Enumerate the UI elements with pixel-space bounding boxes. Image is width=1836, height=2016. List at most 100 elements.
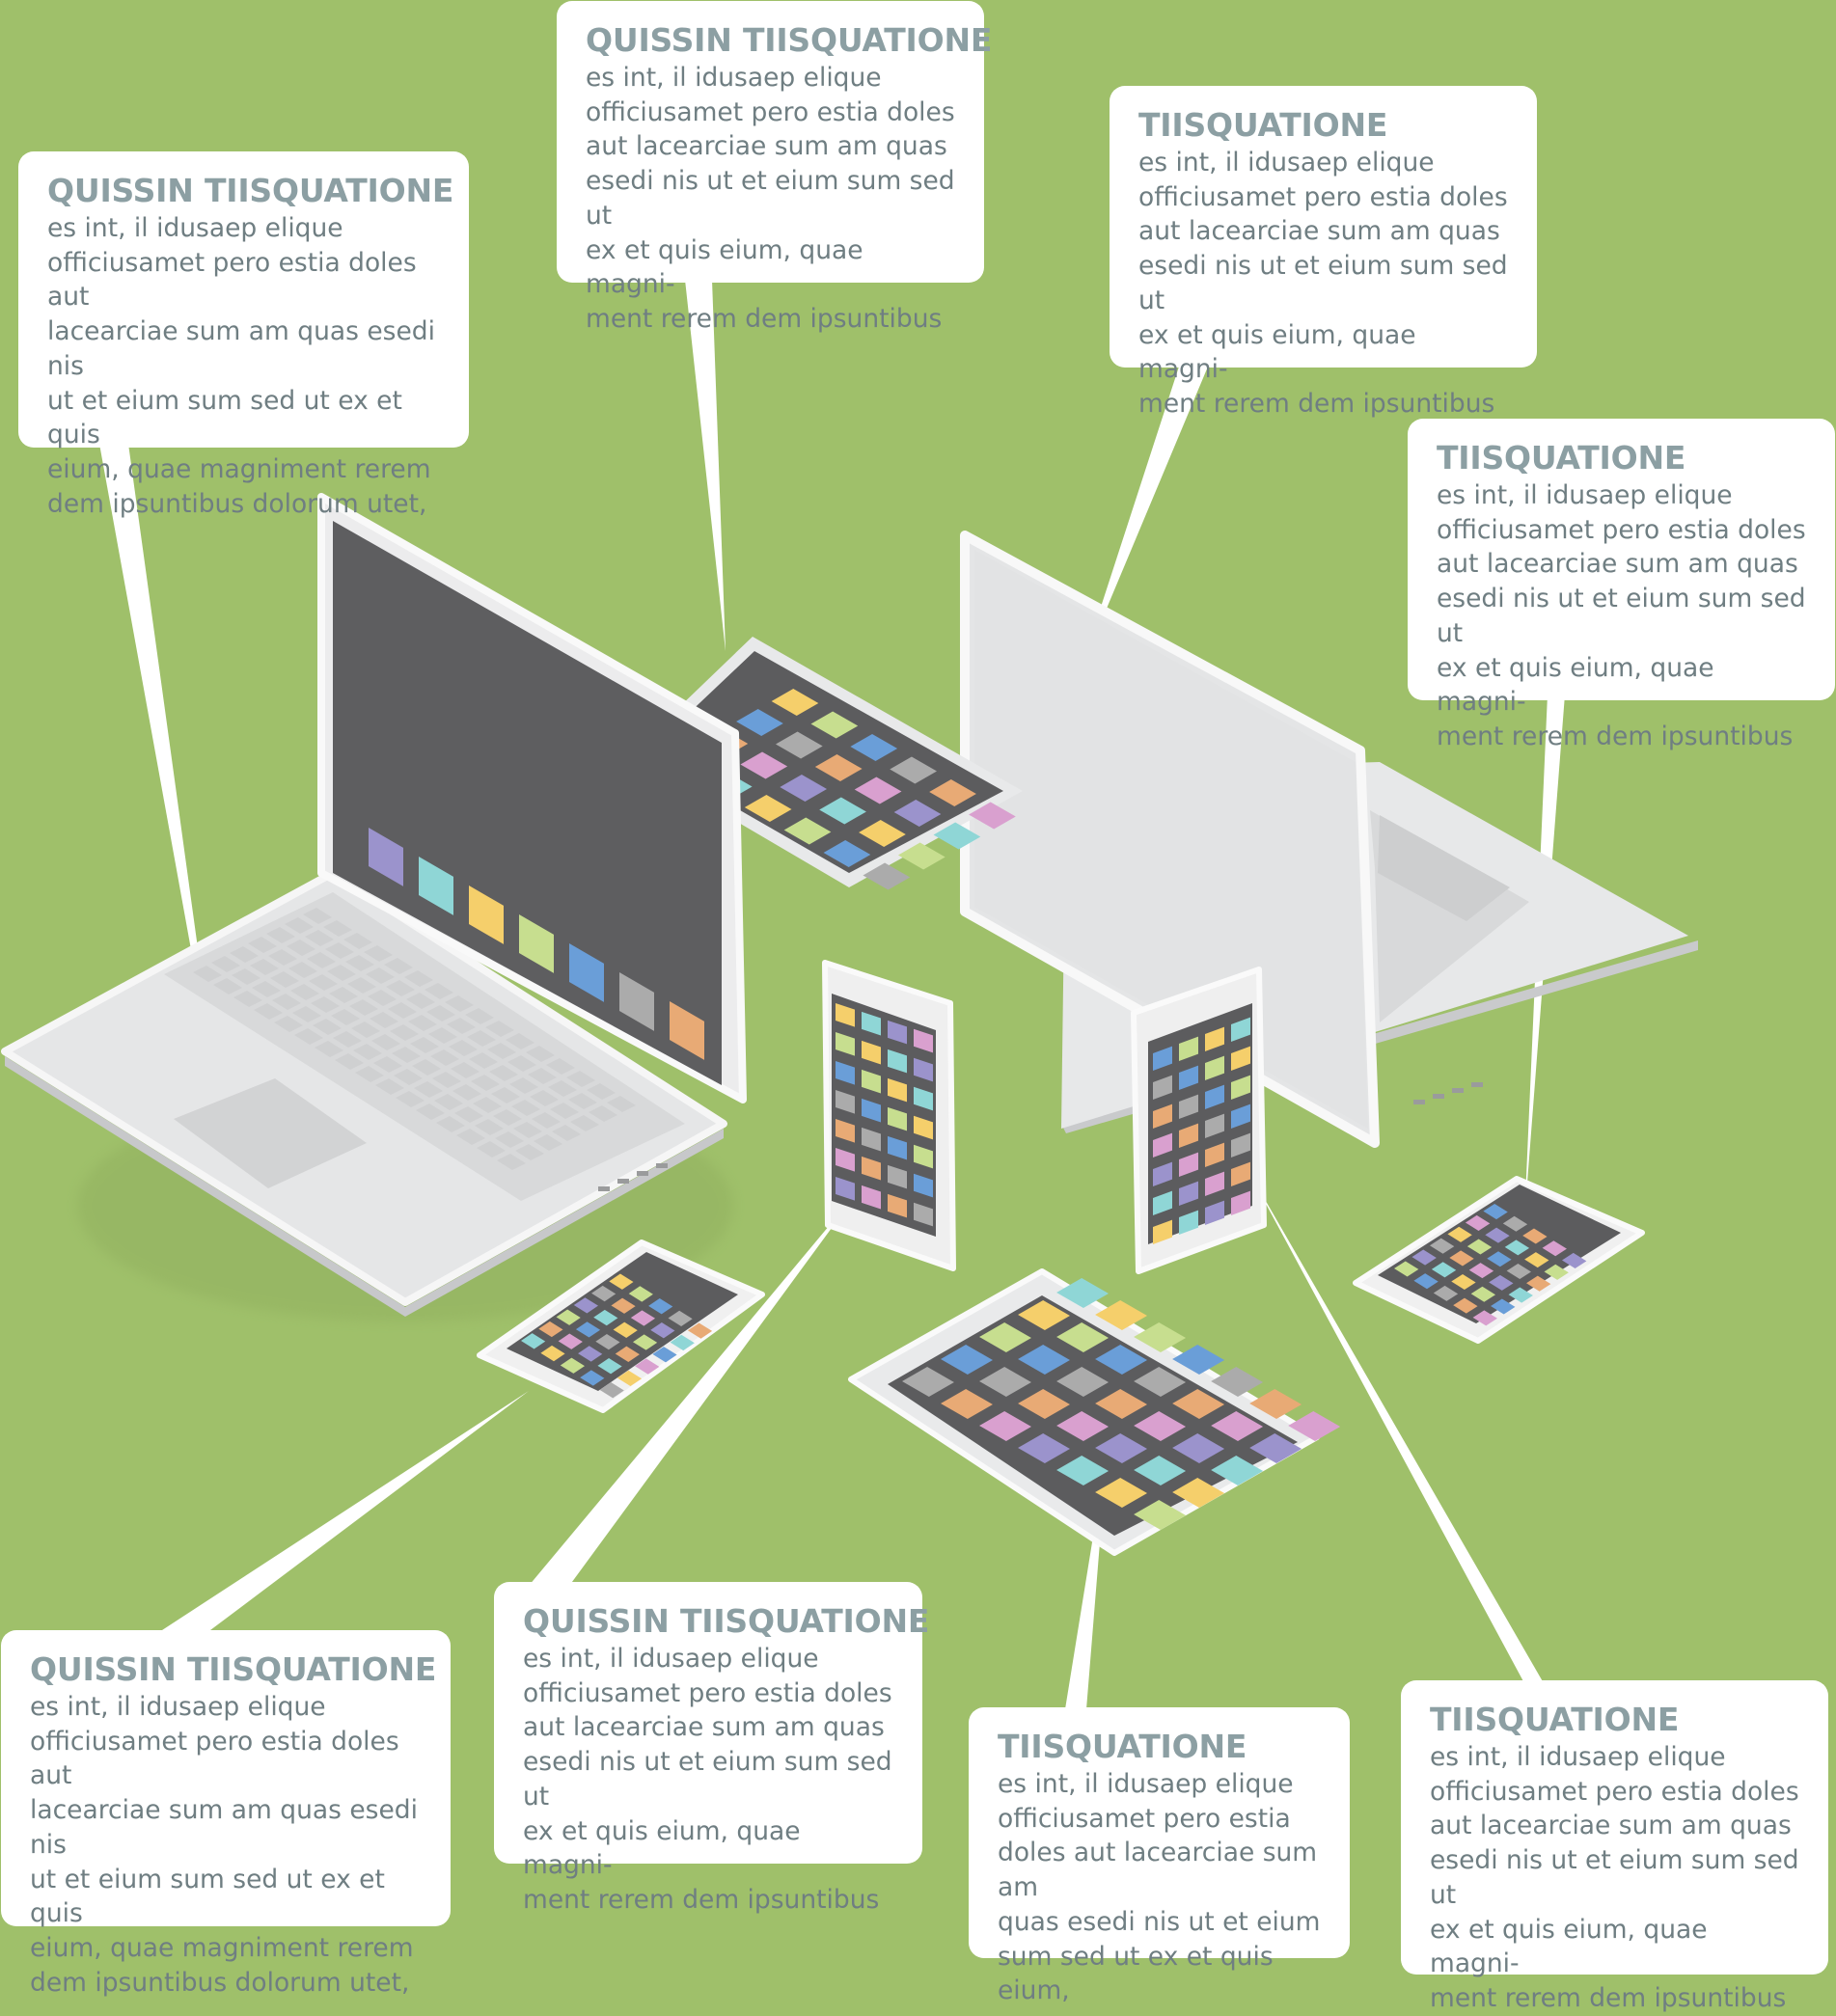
keyboard-key — [465, 1008, 494, 1024]
app-icon — [1524, 1252, 1549, 1268]
keyboard-key — [546, 1058, 575, 1075]
keyboard-key — [347, 977, 376, 994]
keyboard-key — [451, 1062, 480, 1078]
keyboard-key — [434, 1094, 463, 1110]
app-icon — [668, 1310, 693, 1327]
keyboard-key — [485, 1021, 514, 1037]
keyboard-key — [506, 1033, 534, 1049]
app-icon — [1056, 1278, 1110, 1308]
app-icon — [1489, 1274, 1514, 1291]
app-icon — [836, 1119, 855, 1143]
app-icon — [771, 689, 819, 716]
app-icon — [538, 1321, 563, 1338]
keyboard-key — [270, 971, 299, 988]
keyboard-key — [288, 962, 317, 978]
keyboard-key — [331, 1009, 360, 1025]
keyboard-key — [232, 968, 260, 985]
app-icon — [558, 1333, 583, 1349]
app-icon — [369, 828, 403, 886]
app-icon — [1453, 1297, 1478, 1314]
app-icon — [687, 1322, 713, 1339]
keyboard-key — [507, 1055, 536, 1072]
app-icon — [1095, 1345, 1148, 1375]
app-icon — [1095, 1389, 1148, 1419]
keyboard-key — [570, 1115, 599, 1131]
app-icon — [1562, 1252, 1587, 1268]
app-icon — [823, 840, 871, 867]
app-icon — [775, 731, 823, 759]
keyboard-key — [445, 995, 474, 1012]
keyboard-key — [211, 956, 240, 972]
app-icon — [1502, 1215, 1528, 1232]
keyboard-key — [566, 1071, 595, 1087]
app-icon — [1231, 1132, 1250, 1158]
app-icon — [1466, 1239, 1493, 1255]
keyboard-key — [274, 1016, 303, 1032]
keyboard-key — [370, 1012, 398, 1028]
app-icon — [1231, 1017, 1250, 1043]
app-icon — [888, 1135, 907, 1160]
callout-title: QUISSIN TIISQUATIONE — [523, 1602, 930, 1640]
pointer-bottom-right — [1245, 1164, 1544, 1683]
callout-right: TIISQUATIONE es int, il idusaep elique o… — [1408, 419, 1835, 751]
keyboard-key — [406, 993, 435, 1009]
app-icon — [862, 1156, 881, 1181]
app-icon — [1205, 1171, 1224, 1197]
app-icon — [1172, 1389, 1225, 1419]
app-icon — [780, 775, 828, 802]
app-icon — [740, 751, 788, 779]
laptop-left-trackpad — [174, 1078, 367, 1188]
keyboard-key — [268, 949, 297, 966]
app-icon — [888, 1049, 907, 1074]
app-icon — [862, 1069, 881, 1094]
keyboard-key — [414, 1081, 443, 1098]
callout-text: es int, il idusaep elique officiusamet p… — [998, 1769, 1321, 2006]
keyboard-key — [315, 1041, 343, 1057]
keyboard-key — [364, 945, 393, 962]
app-icon — [575, 1321, 601, 1338]
app-icon — [933, 822, 981, 850]
keyboard-key — [454, 1106, 483, 1123]
keyboard-key — [487, 1043, 516, 1059]
app-icon — [521, 1333, 546, 1349]
app-icon — [580, 1370, 605, 1386]
laptop-left-keys — [193, 908, 636, 1170]
callout-text: es int, il idusaep elique officiusamet p… — [1437, 480, 1806, 751]
app-icon — [1179, 1210, 1198, 1236]
app-icon — [1134, 1411, 1187, 1441]
app-icon — [862, 1185, 881, 1210]
app-icon — [1205, 1113, 1224, 1139]
app-icon — [591, 1285, 617, 1302]
keyboard-key — [550, 1103, 579, 1119]
keyboard-key — [335, 1053, 364, 1070]
app-icon — [862, 1011, 881, 1036]
callout-top-left: QUISSIN TIISQUATIONE es int, il idusaep … — [18, 151, 469, 519]
app-icon — [836, 1177, 855, 1201]
callout-title: QUISSIN TIISQUATIONE — [586, 21, 993, 59]
phone-lying-right-app-icons — [1394, 1204, 1587, 1326]
app-icon — [914, 1057, 933, 1082]
app-icon — [569, 943, 604, 1002]
app-icon — [1522, 1228, 1548, 1244]
keyboard-key — [392, 1047, 421, 1063]
app-icon — [914, 1173, 933, 1198]
app-icon — [897, 842, 945, 870]
keyboard-key — [323, 920, 352, 937]
keyboard-key — [394, 1069, 423, 1085]
app-icon — [469, 885, 504, 944]
keyboard-key — [528, 1068, 557, 1084]
keyboard-key — [292, 1006, 321, 1022]
callout-text: es int, il idusaep elique officiusamet p… — [586, 63, 955, 334]
app-icon — [1153, 1161, 1172, 1186]
keyboard-key — [589, 1105, 617, 1122]
keyboard-key — [548, 1080, 577, 1097]
keyboard-key — [285, 917, 314, 934]
keyboard-key — [449, 1040, 478, 1056]
app-icon — [1205, 1084, 1224, 1110]
keyboard-key — [375, 1078, 404, 1095]
app-icon — [1249, 1389, 1302, 1419]
app-icon — [1172, 1433, 1225, 1463]
app-icon — [914, 1028, 933, 1053]
phone-lying-right — [1353, 1176, 1645, 1344]
app-icon — [850, 734, 898, 761]
